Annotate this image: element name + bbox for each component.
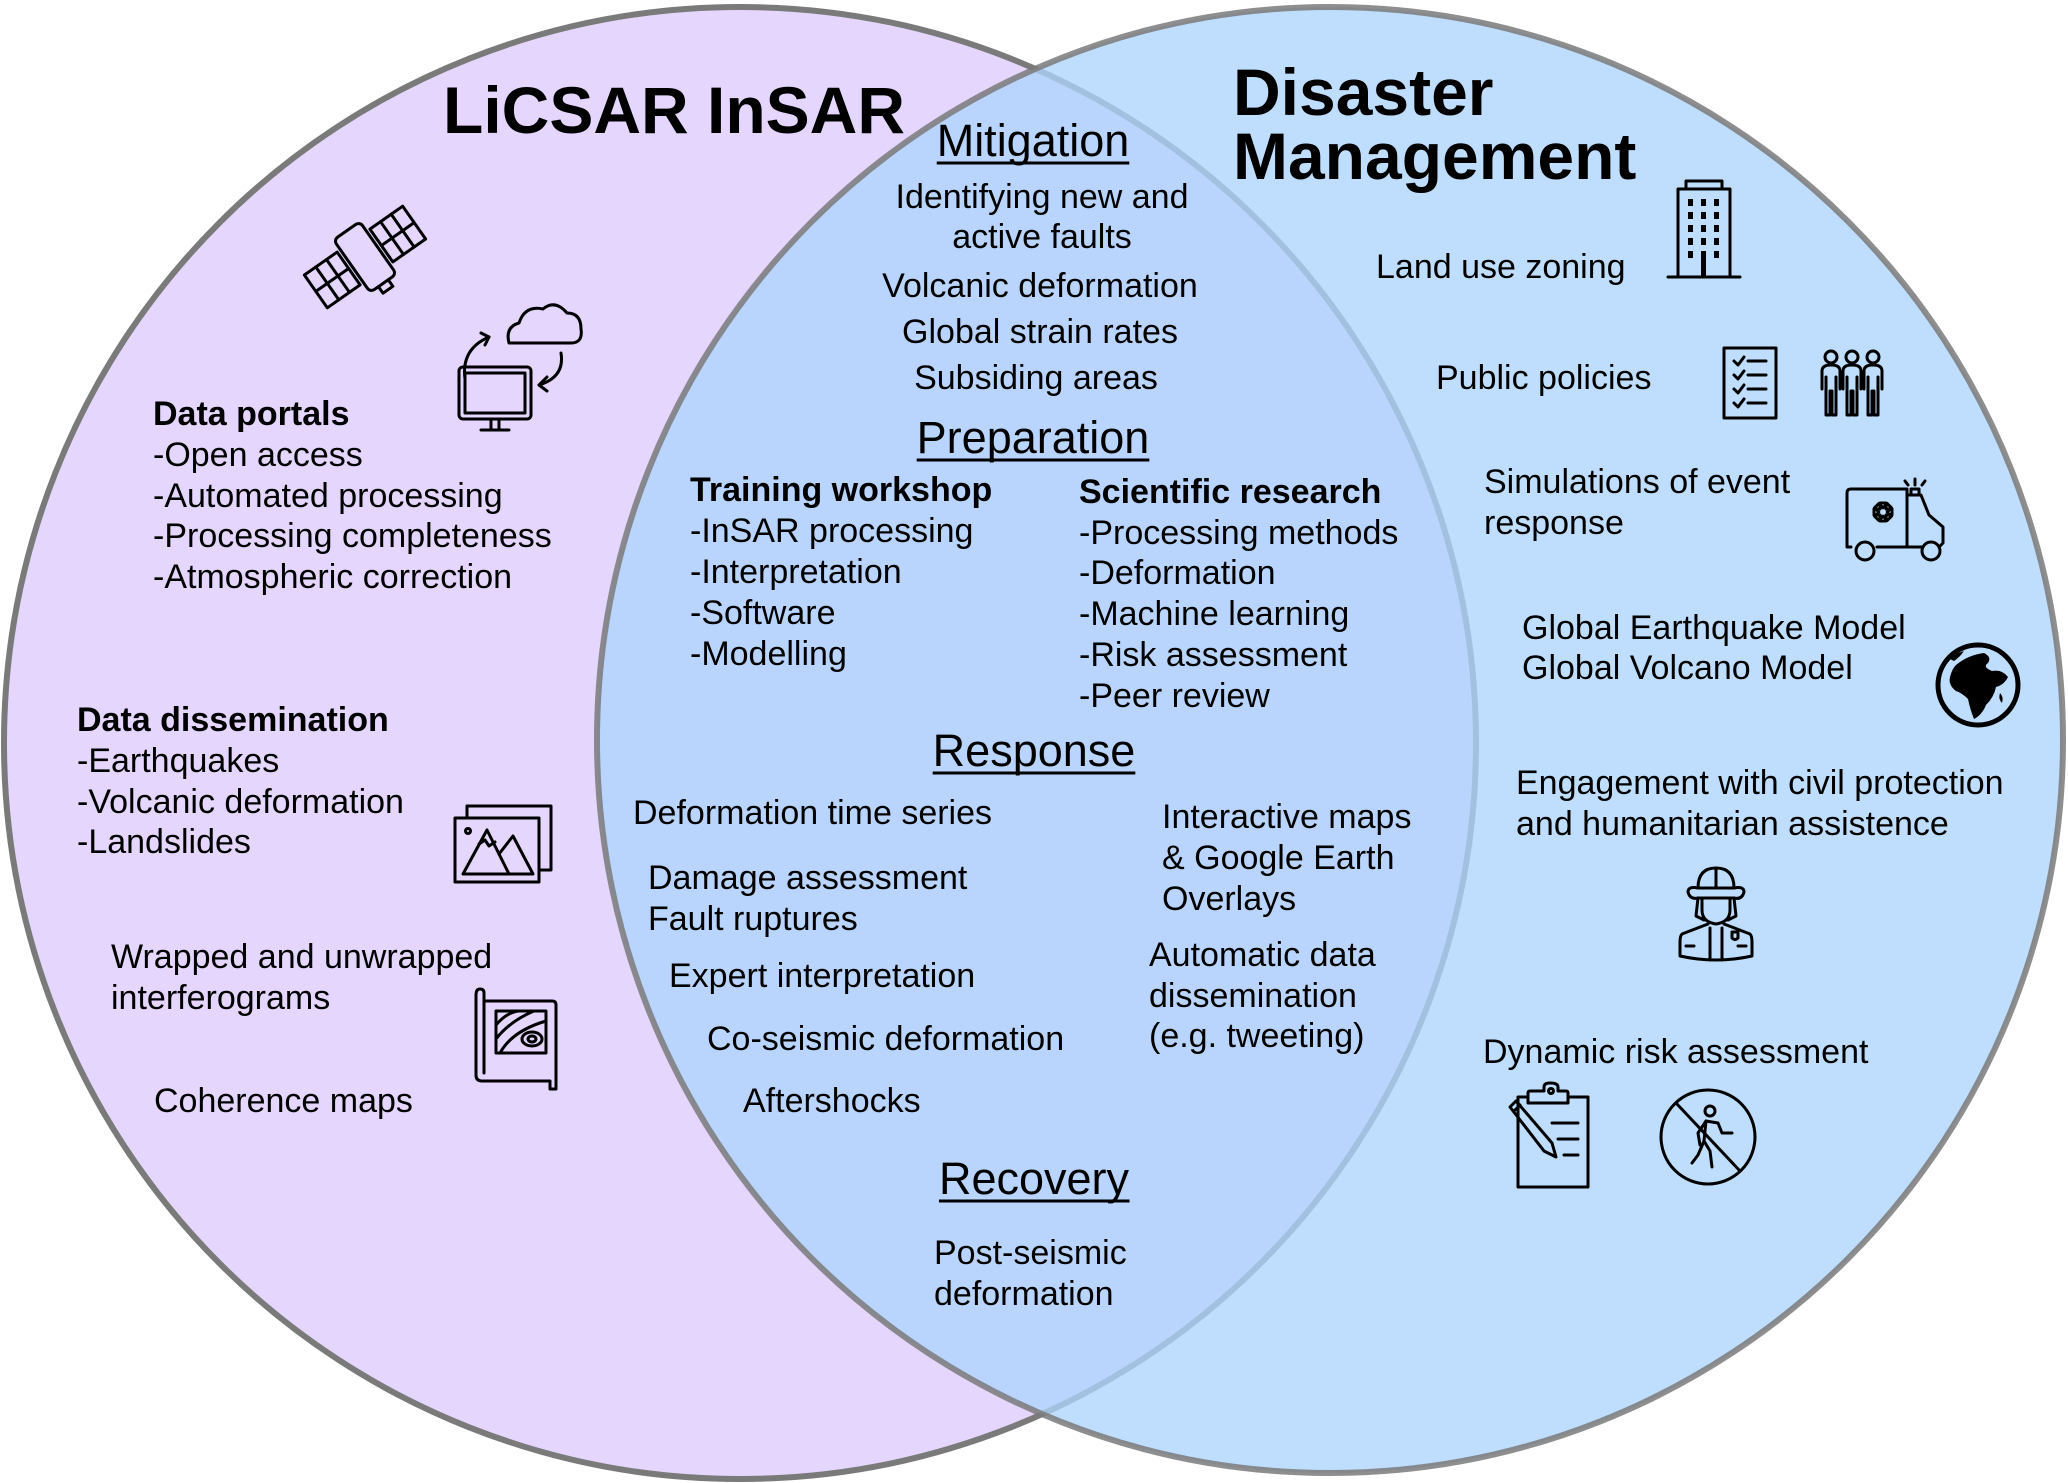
response-item: Deformation time series	[633, 794, 992, 832]
mitigation-item: Subsiding areas	[914, 359, 1158, 397]
firefighter-icon	[1678, 866, 1754, 962]
simulations-label: Simulations of event	[1484, 463, 1791, 501]
interactive-maps-label: Overlays	[1162, 880, 1296, 918]
research-item: -Peer review	[1079, 677, 1270, 715]
automatic-dissemination-label: (e.g. tweeting)	[1149, 1017, 1364, 1055]
training-item: -Interpretation	[690, 553, 902, 591]
research-item: -Deformation	[1079, 554, 1276, 592]
research-item: -Processing methods	[1079, 514, 1398, 552]
simulations-label: response	[1484, 504, 1624, 542]
training-item: -Modelling	[690, 635, 847, 673]
data-portals-item: -Open access	[153, 436, 363, 474]
response-item: Aftershocks	[743, 1082, 921, 1120]
recovery-item: deformation	[934, 1275, 1114, 1313]
research-item: -Machine learning	[1079, 595, 1349, 633]
data-dissemination-item: -Volcanic deformation	[77, 783, 404, 821]
data-portals-item: -Processing completeness	[153, 517, 552, 555]
response-heading: Response	[933, 725, 1136, 776]
people-group-icon	[1820, 349, 1884, 417]
mitigation-heading: Mitigation	[937, 115, 1130, 166]
recovery-item: Post-seismic	[934, 1234, 1127, 1272]
response-item: Expert interpretation	[669, 957, 975, 995]
data-portals-item: -Atmospheric correction	[153, 558, 512, 596]
scientific-research-heading: Scientific research	[1079, 473, 1381, 511]
coherence-maps-label: Coherence maps	[154, 1082, 413, 1120]
image-gallery-icon	[453, 804, 553, 884]
clipboard-pencil-icon	[1508, 1081, 1590, 1189]
mitigation-item: Identifying new and	[896, 178, 1189, 216]
disaster-management-circle	[594, 4, 2066, 1476]
building-icon	[1666, 179, 1742, 279]
data-dissemination-heading: Data dissemination	[77, 701, 389, 739]
interactive-maps-label: Interactive maps	[1162, 798, 1411, 836]
interferograms-label: interferograms	[111, 979, 330, 1017]
response-item: Fault ruptures	[648, 900, 858, 938]
research-item: -Risk assessment	[1079, 636, 1348, 674]
data-dissemination-item: -Landslides	[77, 823, 251, 861]
ambulance-icon	[1845, 477, 1945, 562]
disaster-title-line: Management	[1233, 119, 1636, 193]
data-portals-heading: Data portals	[153, 395, 350, 433]
land-use-zoning-label: Land use zoning	[1376, 248, 1626, 286]
public-policies-label: Public policies	[1436, 359, 1651, 397]
interferograms-label: Wrapped and unwrapped	[111, 938, 492, 976]
automatic-dissemination-label: dissemination	[1149, 977, 1357, 1015]
mitigation-item: active faults	[952, 218, 1132, 256]
checklist-icon	[1722, 346, 1778, 420]
preparation-heading: Preparation	[917, 412, 1150, 463]
no-pedestrian-icon	[1659, 1088, 1757, 1186]
global-models-label: Global Earthquake Model	[1522, 609, 1906, 647]
data-portals-item: -Automated processing	[153, 477, 503, 515]
recovery-heading: Recovery	[939, 1153, 1130, 1204]
cloud-sync-monitor-icon	[457, 303, 583, 432]
mitigation-item: Volcanic deformation	[882, 267, 1198, 305]
engagement-label: Engagement with civil protection	[1516, 764, 2004, 802]
globe-icon	[1935, 642, 2021, 728]
mitigation-item: Global strain rates	[902, 313, 1178, 351]
disaster-title-line: Disaster	[1233, 55, 1494, 129]
training-item: -InSAR processing	[690, 512, 973, 550]
phase-heading-underlines	[916, 161, 1150, 1203]
global-models-label: Global Volcano Model	[1522, 649, 1853, 687]
licsar-title: LiCSAR InSAR	[443, 73, 905, 147]
satellite-icon	[302, 204, 428, 310]
training-item: -Software	[690, 594, 836, 632]
dynamic-risk-assessment-label: Dynamic risk assessment	[1483, 1033, 1869, 1071]
topographic-map-icon	[474, 987, 558, 1091]
engagement-label: and humanitarian assistence	[1516, 805, 1949, 843]
data-dissemination-item: -Earthquakes	[77, 742, 279, 780]
interactive-maps-label: & Google Earth	[1162, 839, 1394, 877]
response-item: Damage assessment	[648, 859, 968, 897]
response-item: Co-seismic deformation	[707, 1020, 1064, 1058]
automatic-dissemination-label: Automatic data	[1149, 936, 1376, 974]
training-workshop-heading: Training workshop	[690, 471, 992, 509]
